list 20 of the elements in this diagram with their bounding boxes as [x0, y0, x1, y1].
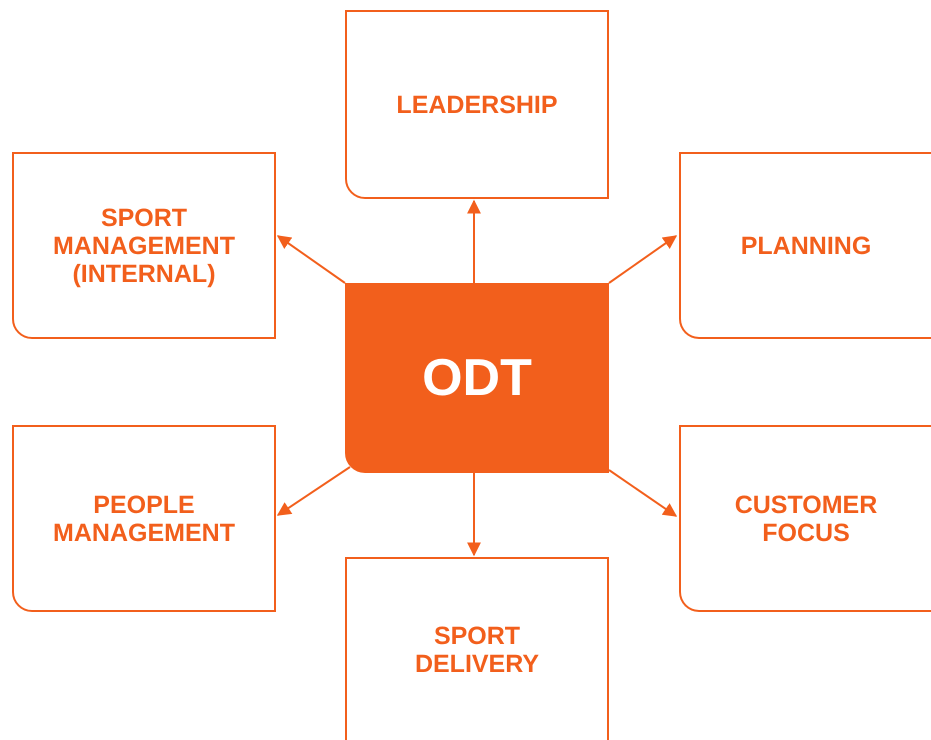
topic-label: PEOPLE MANAGEMENT: [52, 490, 236, 546]
topic-box: [679, 425, 931, 612]
arrow: [608, 469, 678, 517]
topic-box: [12, 425, 276, 612]
topic-label: SPORT DELIVERY: [414, 622, 540, 678]
topic-box: [345, 557, 609, 740]
topic-box: [12, 152, 276, 339]
topic-label: PLANNING: [740, 232, 872, 260]
arrow: [467, 200, 481, 283]
topic-box: [345, 10, 609, 199]
center-box: [345, 283, 609, 473]
topic-label: SPORT MANAGEMENT (INTERNAL): [52, 204, 236, 288]
arrow: [276, 235, 346, 284]
center-label: ODT: [422, 348, 532, 408]
arrow: [467, 473, 481, 556]
topic-box: [679, 152, 931, 339]
arrow: [608, 235, 678, 284]
topic-label: CUSTOMER FOCUS: [734, 490, 878, 546]
topic-label: LEADERSHIP: [396, 90, 558, 118]
arrow: [276, 466, 351, 516]
